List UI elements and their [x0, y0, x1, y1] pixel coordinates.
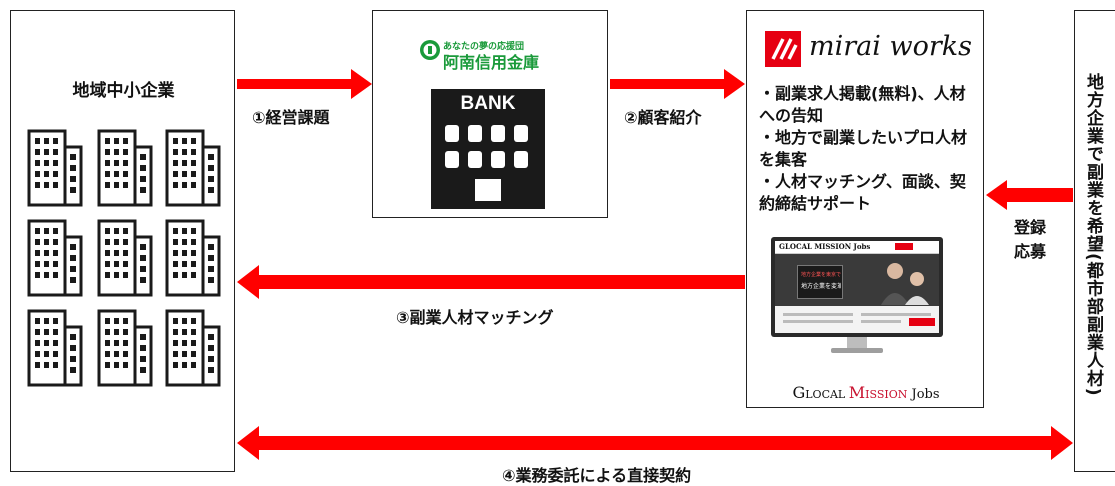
monitor-base: [831, 348, 883, 353]
monitor-icon: GLOCAL MISSION Jobs 地方企業を東京で支える 地方企業を変革す…: [771, 237, 943, 357]
label-registration: 登録: [1014, 218, 1047, 237]
talent-label: 地方企業で副業を希望(都市部副業人材): [1083, 73, 1103, 397]
building-icons: [27, 129, 221, 387]
glocal-mission-jobs-logo: GLOCAL MISSION Jobs: [747, 383, 985, 402]
bullet-3: ・人材マッチング、面談、契約締結サポート: [759, 172, 966, 213]
bank-box: あなたの夢の応援団 阿南信用金庫 BANK: [372, 10, 608, 218]
arrow-management-issues: [237, 69, 372, 99]
sme-box: 地域中小企業: [10, 10, 235, 472]
logo-part-1: G: [792, 383, 806, 402]
office-building-icon: [165, 219, 221, 297]
bank-name: 阿南信用金庫: [443, 53, 540, 72]
label-talent-matching: ③副業人材マッチング: [396, 308, 554, 327]
office-building-icon: [165, 129, 221, 207]
label-application: 応募: [1014, 242, 1047, 261]
logo-part-2: LOCAL: [805, 388, 849, 401]
monitor-screen: GLOCAL MISSION Jobs 地方企業を東京で支える 地方企業を変革す…: [771, 237, 943, 337]
label-direct-contract: ④業務委託による直接契約: [502, 466, 692, 485]
mirai-works-logo-icon: [765, 31, 801, 67]
arrow-direct-contract: [237, 426, 1073, 460]
bank-building-icon: [431, 89, 545, 209]
monitor-stand: [847, 337, 867, 349]
label-customer-referral: ②顧客紹介: [624, 108, 702, 127]
logo-part-5: Jobs: [907, 387, 940, 402]
mirai-works-box: mirai works ・副業求人掲載(無料)、人材への告知 ・地方で副業したい…: [746, 10, 984, 408]
bank-slogan: あなたの夢の応援団: [443, 42, 525, 52]
bank-sign: BANK: [460, 93, 516, 114]
office-building-icon: [27, 309, 83, 387]
office-building-icon: [165, 309, 221, 387]
arrow-talent-matching: [237, 265, 745, 299]
arrow-registration: [986, 180, 1073, 210]
bullet-1: ・副業求人掲載(無料)、人材への告知: [759, 84, 966, 125]
office-building-icon: [97, 129, 153, 207]
logo-part-3: M: [848, 383, 866, 402]
office-building-icon: [27, 129, 83, 207]
office-building-icon: [97, 309, 153, 387]
monitor-hero-sub: 地方企業を変革する。: [801, 283, 841, 290]
service-bullets: ・副業求人掲載(無料)、人材への告知 ・地方で副業したいプロ人材を集客 ・人材マ…: [759, 83, 981, 215]
arrow-customer-referral: [610, 69, 745, 99]
monitor-hero-text: 地方企業を東京で支える: [801, 272, 841, 278]
talent-box: 地方企業で副業を希望(都市部副業人材): [1074, 10, 1115, 472]
office-building-icon: [97, 219, 153, 297]
logo-part-4: ISSION: [865, 388, 908, 401]
bank-logo-icon: [420, 40, 440, 60]
mirai-works-logo-text: mirai works: [809, 31, 972, 62]
bullet-2: ・地方で副業したいプロ人材を集客: [759, 128, 968, 169]
monitor-site-brand: GLOCAL MISSION Jobs: [779, 242, 871, 251]
office-building-icon: [27, 219, 83, 297]
label-management-issues: ①経営課題: [252, 108, 330, 127]
person-icon: [881, 263, 929, 305]
sme-title: 地域中小企業: [72, 81, 175, 101]
